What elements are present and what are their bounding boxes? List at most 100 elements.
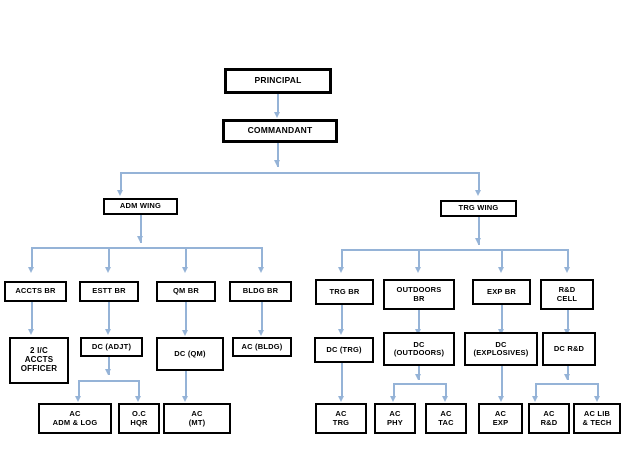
connector-adm-wing-stem (140, 215, 142, 243)
node-ac-bldg[interactable]: AC (BLDG) (232, 337, 292, 357)
node-qm-br[interactable]: QM BR (156, 281, 216, 302)
arrow-ac-lib-tech (594, 396, 600, 402)
arrow-commandant-stem (274, 160, 280, 166)
connector-dc-outdoors-bus (393, 383, 445, 385)
node-adm-wing[interactable]: ADM WING (103, 198, 178, 215)
node-dc-trg[interactable]: DC (TRG) (314, 337, 374, 363)
connector-exp-br-dc (501, 305, 503, 331)
connector-bus-estt-br (108, 247, 110, 269)
arrow-ac-trg (338, 396, 344, 402)
arrow-dc-rd-stem (564, 374, 570, 380)
connector-dc-qm-ac-mt (185, 371, 187, 397)
connector-dc-explosives-ac-exp (501, 366, 503, 398)
arrow-trg-wing-stem (475, 238, 481, 244)
arrow-ac-tac (442, 396, 448, 402)
arrow-principal-commandant (274, 112, 280, 118)
node-dc-rd[interactable]: DC R&D (542, 332, 596, 366)
node-rd-cell[interactable]: R&D CELL (540, 279, 594, 310)
node-ac-tac[interactable]: AC TAC (425, 403, 467, 434)
node-dc-qm[interactable]: DC (QM) (156, 337, 224, 371)
connector-dc-rd-bus (535, 383, 597, 385)
connector-bus-exp-br (501, 249, 503, 269)
node-ac-rd[interactable]: AC R&D (528, 403, 570, 434)
connector-dc-adjt-bus (78, 380, 138, 382)
connector-bus-rd-cell (567, 249, 569, 269)
node-exp-br[interactable]: EXP BR (472, 279, 531, 305)
node-ac-exp[interactable]: AC EXP (478, 403, 523, 434)
connector-outdoors-br-dc (418, 310, 420, 331)
arrow-estt-br (105, 267, 111, 273)
connector-bus-ac-adm-log (78, 380, 80, 398)
connector-bus-ac-tac (445, 383, 447, 398)
connector-dc-outdoors-stem (418, 366, 420, 380)
arrow-qm-br (182, 267, 188, 273)
node-dc-adjt[interactable]: DC (ADJT) (80, 337, 143, 357)
arrow-dc-adjt (105, 329, 111, 335)
node-ac-phy[interactable]: AC PHY (374, 403, 416, 434)
connector-bus-oc-hqr (138, 380, 140, 398)
arrow-ac-phy (390, 396, 396, 402)
arrow-dc-qm (182, 330, 188, 336)
node-ac-mt[interactable]: AC (MT) (163, 403, 231, 434)
connector-trg-wing-stem (478, 217, 480, 245)
arrow-to-adm-wing (117, 190, 123, 196)
node-two-ic-accts-officer[interactable]: 2 I/C ACCTS OFFICER (9, 337, 69, 384)
node-dc-explosives[interactable]: DC (EXPLOSIVES) (464, 332, 538, 366)
arrow-exp-br (498, 267, 504, 273)
arrow-dc-adjt-stem (105, 369, 111, 375)
connector-bus-trg-br (341, 249, 343, 269)
node-bldg-br[interactable]: BLDG BR (229, 281, 292, 302)
node-ac-adm-log[interactable]: AC ADM & LOG (38, 403, 112, 434)
node-ac-trg[interactable]: AC TRG (315, 403, 367, 434)
connector-bus-ac-lib-tech (597, 383, 599, 398)
arrow-oc-hqr (135, 396, 141, 402)
node-accts-br[interactable]: ACCTS BR (4, 281, 67, 302)
node-trg-wing[interactable]: TRG WING (440, 200, 517, 217)
arrow-ac-exp (498, 396, 504, 402)
node-ac-lib-tech[interactable]: AC LIB & TECH (573, 403, 621, 434)
connector-commandant-stem (277, 143, 279, 167)
connector-dc-trg-ac-trg (341, 363, 343, 398)
node-outdoors-br[interactable]: OUTDOORS BR (383, 279, 455, 310)
arrow-accts-officer (28, 329, 34, 335)
connector-bus-outdoors-br (418, 249, 420, 269)
connector-bus-ac-phy (393, 383, 395, 398)
arrow-ac-mt (182, 396, 188, 402)
arrow-dc-trg (338, 329, 344, 335)
connector-principal-commandant (277, 94, 279, 113)
connector-qm-br-dc-qm (185, 302, 187, 332)
arrow-adm-wing-stem (137, 236, 143, 242)
arrow-ac-rd (532, 396, 538, 402)
node-oc-hqr[interactable]: O.C HQR (118, 403, 160, 434)
arrow-trg-br (338, 267, 344, 273)
connector-rd-cell-dc-rd (567, 310, 569, 331)
connector-bus-to-adm-wing (120, 172, 122, 192)
connector-adm-branch-bus (31, 247, 261, 249)
arrow-bldg-br (258, 267, 264, 273)
node-trg-br[interactable]: TRG BR (315, 279, 374, 305)
connector-bus-bldg-br (261, 247, 263, 269)
node-estt-br[interactable]: ESTT BR (79, 281, 139, 302)
node-dc-outdoors[interactable]: DC (OUTDOORS) (383, 332, 455, 366)
arrow-to-trg-wing (475, 190, 481, 196)
connector-estt-br-dc-adjt (108, 302, 110, 331)
arrow-ac-adm-log (75, 396, 81, 402)
arrow-outdoors-br (415, 267, 421, 273)
connector-bldg-br-ac-bldg (261, 302, 263, 332)
connector-bus-ac-rd (535, 383, 537, 398)
arrow-ac-bldg (258, 330, 264, 336)
connector-bus-qm-br (185, 247, 187, 269)
connector-dc-adjt-stem (108, 357, 110, 375)
connector-trg-branch-bus (341, 249, 567, 251)
node-commandant[interactable]: COMMANDANT (222, 119, 338, 143)
connector-wings-bus (120, 172, 480, 174)
connector-trg-br-dc-trg (341, 305, 343, 331)
arrow-accts-br (28, 267, 34, 273)
arrow-rd-cell (564, 267, 570, 273)
connector-bus-accts-br (31, 247, 33, 269)
connector-accts-br-officer (31, 302, 33, 330)
connector-bus-to-trg-wing (478, 172, 480, 192)
arrow-dc-outdoors-stem (415, 374, 421, 380)
node-principal[interactable]: PRINCIPAL (224, 68, 332, 94)
